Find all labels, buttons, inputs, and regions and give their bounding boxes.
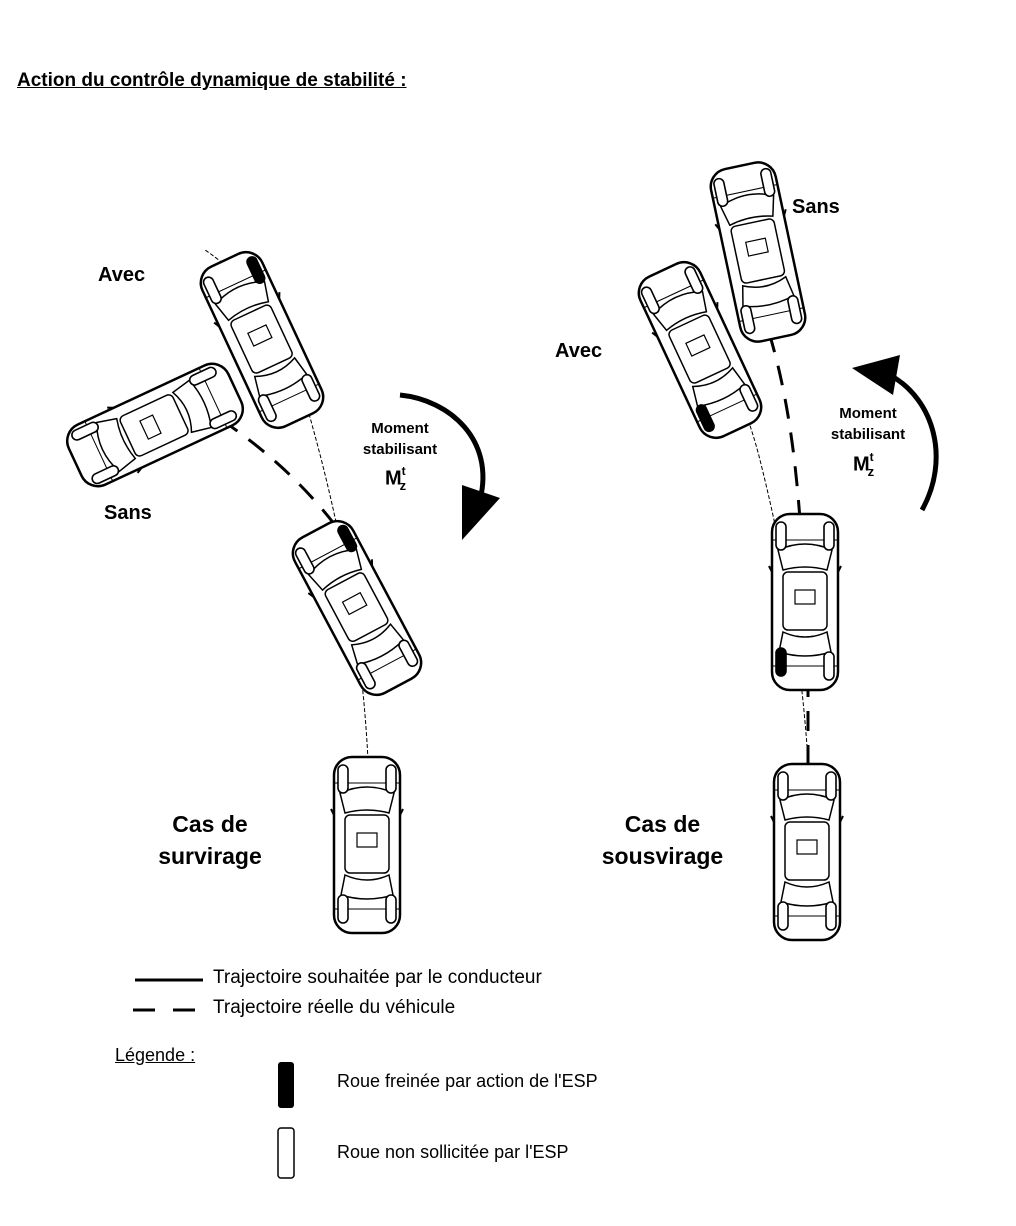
legend-dashed-text: Trajectoire réelle du véhicule: [213, 997, 456, 1018]
right-moment-label: Moment stabilisant: [830, 405, 906, 443]
left-case-label: Cas de survirage: [158, 811, 262, 869]
page-title: Action du contrôle dynamique de stabilit…: [17, 70, 407, 91]
right-moment-symbol: Mtz: [853, 450, 875, 479]
braked-wheel-icon: [278, 1062, 294, 1108]
legend-title: Légende :: [115, 1045, 196, 1065]
legend-unused-text: Roue non sollicitée par l'ESP: [337, 1142, 569, 1162]
right-case-label: Cas de sousvirage: [601, 811, 724, 869]
car-left-sans: [58, 353, 252, 497]
car-left-start: [329, 755, 405, 935]
right-moment-arrow-icon: [852, 355, 939, 512]
car-right-middle: [767, 512, 843, 692]
legend-braked-text: Roue freinée par action de l'ESP: [337, 1071, 598, 1091]
car-left-middle: [282, 512, 432, 704]
right-sans-label: Sans: [792, 196, 840, 218]
left-moment-arrow-icon: [399, 392, 500, 540]
left-avec-label: Avec: [98, 264, 146, 286]
left-sans-label: Sans: [104, 502, 152, 524]
left-trajectory-dashed: [209, 410, 337, 526]
unused-wheel-icon: [277, 1127, 295, 1179]
left-moment-label: Moment stabilisant: [362, 420, 438, 458]
right-trajectory-dashed: [763, 319, 810, 765]
left-moment-symbol: Mtz: [385, 464, 407, 493]
legend-solid-text: Trajectoire souhaitée par le conducteur: [213, 967, 542, 988]
right-avec-label: Avec: [555, 340, 603, 362]
car-right-start: [769, 762, 845, 942]
